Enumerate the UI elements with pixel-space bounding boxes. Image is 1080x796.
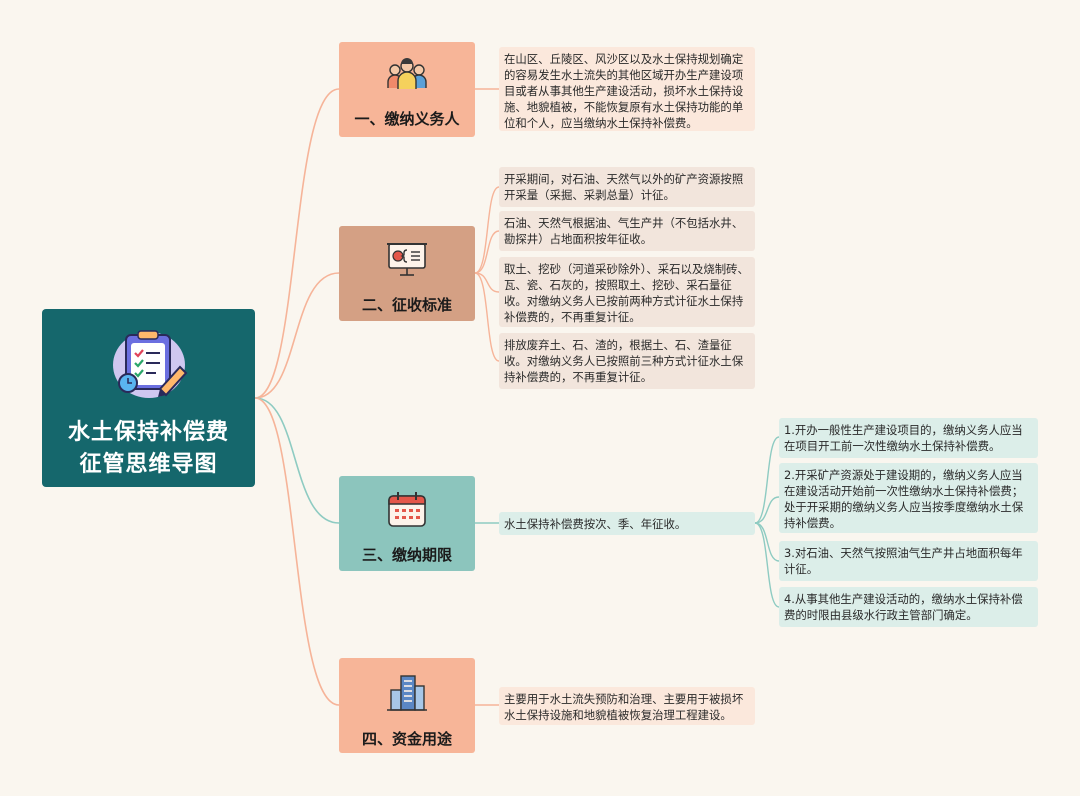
people-group-icon [387,58,427,89]
payer-description[interactable]: 在山区、丘陵区、风沙区以及水土保持规划确定的容易发生水土流失的其他区域开办生产建… [499,47,755,131]
deadline-subitem-4[interactable]: 4.从事其他生产建设活动的，缴纳水土保持补偿费的时限由县级水行政主管部门确定。 [779,587,1038,627]
presentation-board-icon [387,243,427,276]
deadline-summary[interactable]: 水土保持补偿费按次、季、年征收。 [499,512,755,535]
branch-label: 四、资金用途 [361,730,452,748]
deadline-subitem-1[interactable]: 1.开办一般性生产建设项目的，缴纳义务人应当在项目开工前一次性缴纳水土保持补偿费… [779,418,1038,458]
deadline-subitem-3[interactable]: 3.对石油、天然气按照油气生产井占地面积每年计征。 [779,541,1038,581]
standard-item-soil-sand-stone[interactable]: 取土、挖砂（河道采砂除外）、采石以及烧制砖、瓦、瓷、石灰的，按照取土、挖砂、采石… [499,257,755,327]
branch-standard[interactable]: 二、征收标准 [339,226,475,321]
deadline-subitem-2[interactable]: 2.开采矿产资源处于建设期的，缴纳义务人应当在建设活动开始前一次性缴纳水土保持补… [779,463,1038,533]
branch-fund-usage[interactable]: 四、资金用途 [339,658,475,753]
branch-label: 一、缴纳义务人 [354,110,460,128]
fund-usage-description[interactable]: 主要用于水土流失预防和治理、主要用于被损坏水土保持设施和地貌植被恢复治理工程建设… [499,687,755,725]
branch-label: 二、征收标准 [361,296,452,314]
branch-label: 三、缴纳期限 [361,546,452,564]
building-icon [387,675,427,711]
calendar-icon [388,492,426,527]
branch-payer[interactable]: 一、缴纳义务人 [339,42,475,137]
branch-deadline[interactable]: 三、缴纳期限 [339,476,475,571]
standard-item-oil-gas[interactable]: 石油、天然气根据油、气生产井（不包括水井、勘探井）占地面积按年征收。 [499,211,755,251]
checklist-clipboard-icon [113,330,188,398]
standard-item-waste[interactable]: 排放废弃土、石、渣的，根据土、石、渣量征收。对缴纳义务人已按照前三种方式计征水土… [499,333,755,389]
root-title-line1: 水土保持补偿费 [67,420,229,445]
standard-item-mining[interactable]: 开采期间，对石油、天然气以外的矿产资源按照开采量（采掘、采剥总量）计征。 [499,167,755,207]
root-title-line2: 征管思维导图 [79,452,218,477]
root-node[interactable]: 水土保持补偿费 征管思维导图 [42,309,255,487]
